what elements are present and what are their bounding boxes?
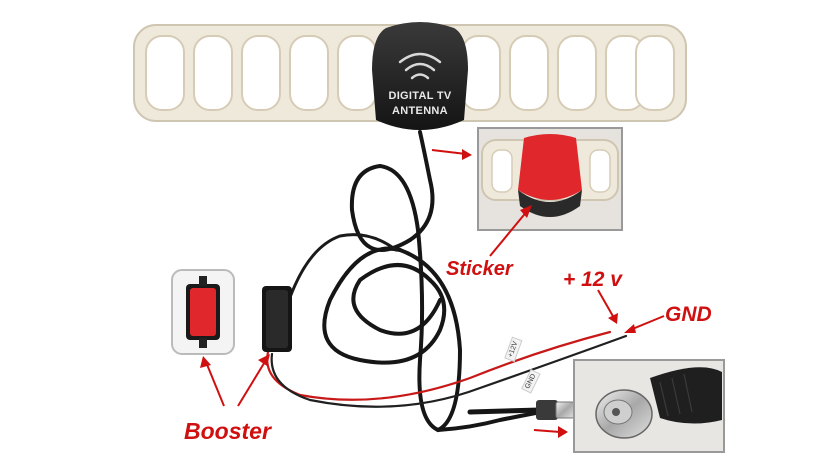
sticker-callout: Sticker xyxy=(446,258,513,280)
antenna-element xyxy=(133,24,687,122)
plus-12v-callout: + 12 v xyxy=(563,268,622,291)
antenna-body xyxy=(372,22,468,130)
connector-closeup xyxy=(573,359,725,453)
coaxial-cable xyxy=(322,130,554,433)
gnd-callout: GND xyxy=(665,303,712,326)
antenna-label-line1: DIGITAL TV xyxy=(388,90,452,102)
signal-icon xyxy=(398,52,442,80)
booster-inset xyxy=(171,269,235,355)
callout-arrows xyxy=(200,149,665,438)
antenna-label-line2: ANTENNA xyxy=(392,105,448,117)
sticker-inset xyxy=(477,127,623,231)
f-connector xyxy=(467,400,575,420)
booster-callout: Booster xyxy=(184,418,271,444)
